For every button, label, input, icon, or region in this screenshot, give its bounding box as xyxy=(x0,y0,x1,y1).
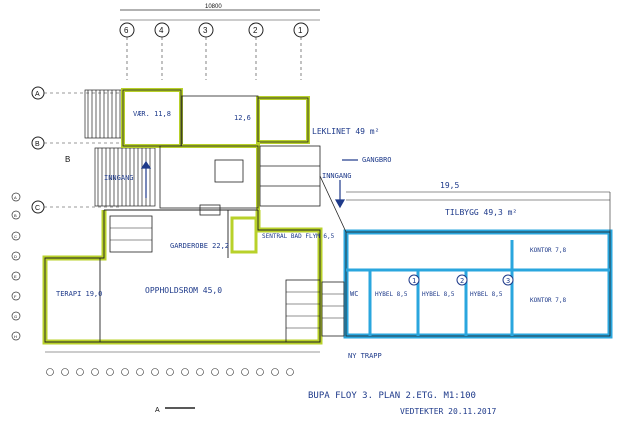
new-walls xyxy=(319,175,613,339)
circle-2: 2 xyxy=(460,277,464,285)
label-sentral-bad: SENTRAL BAD FLYM 6,5 xyxy=(262,233,335,240)
grid-a: A xyxy=(35,91,40,98)
label-terapi: TERAPI 19,0 xyxy=(56,290,102,298)
existing-walls-main xyxy=(42,209,323,345)
circle-1: 1 xyxy=(412,277,416,285)
section-marker: A xyxy=(155,407,195,414)
title-line-2: VEDTEKTER 20.11.2017 xyxy=(400,407,497,416)
label-garderobe: GARDEROBE 22,2 xyxy=(170,242,229,250)
label-hybel-1: HYBEL 8,5 xyxy=(375,291,408,298)
axis-left-g: G xyxy=(14,314,17,319)
axis-left-e: E xyxy=(14,274,17,279)
axis-left-a: A xyxy=(14,195,17,200)
circle-3: 3 xyxy=(506,277,510,285)
axis-left-d: D xyxy=(14,254,17,259)
axis-left-f: F xyxy=(14,294,17,299)
axis-left-b: B xyxy=(14,213,17,218)
label-kontor-top: KONTOR 7,8 xyxy=(530,247,567,254)
axis-6: 6 xyxy=(124,26,129,35)
bottom-dim-ticks xyxy=(45,351,320,376)
stair-hatch xyxy=(84,89,156,207)
axis-left-h: H xyxy=(14,334,17,339)
label-hybel-3: HYBEL 8,5 xyxy=(470,291,503,298)
axis-4: 4 xyxy=(159,26,164,35)
axis-top-markers: 6 4 3 2 1 xyxy=(119,22,309,80)
label-gangbro: GANGBRO xyxy=(362,156,392,164)
label-dim-19: 19,5 xyxy=(440,181,459,190)
label-ny-trapp: NY TRAPP xyxy=(348,352,382,360)
arrows xyxy=(140,159,358,209)
top-dimension-label: 10800 xyxy=(205,4,222,10)
axis-left-c: C xyxy=(14,234,17,239)
label-hybel-2: HYBEL 8,5 xyxy=(422,291,455,298)
label-vaerelse-2: 12,6 xyxy=(234,114,251,122)
axis-left-markers: A B C D E F G H xyxy=(11,192,21,341)
left-grid-marks: A B C B xyxy=(31,86,120,214)
grid-c: C xyxy=(35,205,40,212)
right-dim-b: B xyxy=(65,155,70,164)
title-line-1: BUPA FLOY 3. PLAN 2.ETG. M1:100 xyxy=(308,391,476,401)
axis-1: 1 xyxy=(298,26,303,35)
label-oppholdsrom: OPPHOLDSROM 45,0 xyxy=(145,286,222,295)
axis-3: 3 xyxy=(203,26,208,35)
label-inngang-left: INNGANG xyxy=(104,174,134,182)
mid-walls xyxy=(159,145,321,216)
label-laeklinet: LEKLINET 49 m² xyxy=(312,127,379,136)
label-vaerelse: VÆR. 11,8 xyxy=(133,110,171,118)
label-tilbygg: TILBYGG 49,3 m² xyxy=(445,208,517,217)
label-kontor: KONTOR 7,8 xyxy=(530,297,567,304)
axis-2: 2 xyxy=(253,26,258,35)
grid-b: B xyxy=(35,141,40,148)
room-number-circles: 1 2 3 xyxy=(408,274,514,286)
section-marker-label: A xyxy=(155,407,160,414)
label-wc: WC xyxy=(350,290,358,298)
label-inngang-right: INNGANG xyxy=(322,172,352,180)
